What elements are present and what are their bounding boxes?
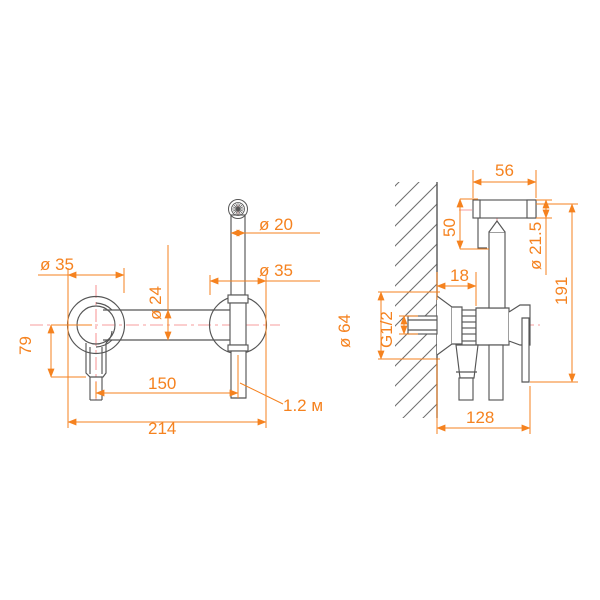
front-view-dimension-labels: ø 35 79 ø 24 ø 20 ø 35 150 214 1.2 м	[16, 215, 323, 438]
lever-handle	[85, 330, 113, 401]
dim-d56-label: 56	[495, 161, 514, 180]
dim-hose-length-label: 1.2 м	[283, 396, 323, 415]
dim-d50-label: 50	[440, 218, 459, 237]
side-view: 56 50 ø 21.5 191 18 ø 64 G1/2 128	[335, 161, 578, 434]
spray-head-icon	[228, 199, 248, 219]
dim-d24-label: ø 24	[146, 286, 165, 320]
dim-d79-label: 79	[16, 336, 35, 355]
shower-riser-tube	[227, 214, 249, 352]
dim-d35-left-label: ø 35	[40, 255, 74, 274]
inlet-collar	[461, 309, 477, 342]
side-view-dimension-labels: 56 50 ø 21.5 191 18 ø 64 G1/2 128	[335, 161, 571, 427]
front-view-dimension-lines	[38, 229, 320, 428]
dim-d150-label: 150	[148, 374, 176, 393]
front-view: ø 35 79 ø 24 ø 20 ø 35 150 214 1.2 м	[16, 199, 323, 438]
dim-g1-2-label: G1/2	[377, 311, 396, 348]
dim-d128-label: 128	[466, 408, 494, 427]
side-outlet-hose	[455, 344, 504, 401]
side-view-dimension-lines	[377, 170, 578, 434]
dim-d191-label: 191	[552, 277, 571, 305]
wall-inlet-flange	[407, 295, 463, 356]
dim-d18-label: 18	[450, 266, 469, 285]
side-lever-handle	[521, 317, 530, 383]
side-riser-tube	[472, 199, 537, 309]
dim-d214-label: 214	[148, 419, 176, 438]
dim-d20-label: ø 20	[259, 215, 293, 234]
dim-d64-label: ø 64	[335, 314, 354, 348]
dim-d35-right-label: ø 35	[259, 261, 293, 280]
dim-d21-5-label: ø 21.5	[526, 222, 545, 270]
